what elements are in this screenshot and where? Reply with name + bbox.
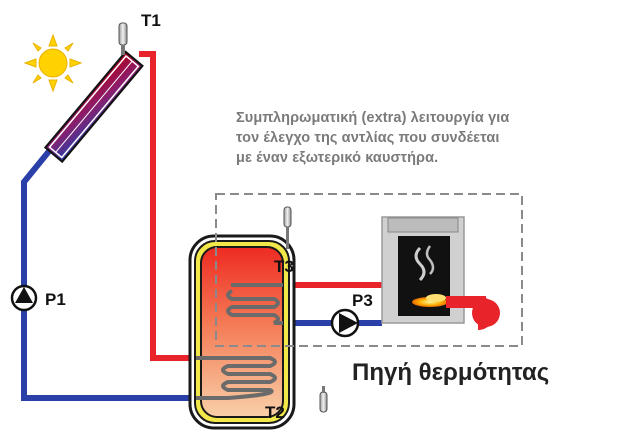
sun-icon [23,33,83,93]
hot-pipe [139,51,382,361]
label-p1: P1 [45,290,66,309]
label-t2: T2 [265,403,285,422]
label-t3: T3 [274,257,294,276]
heat-source-label: Πηγή θερμότητας [352,359,550,386]
extra-function-dashed-box [215,193,523,347]
label-t1: T1 [141,11,161,30]
note-line-1: Συμπληρωματική (extra) λειτουργία για [236,110,510,126]
note-line-2: τον έλεγχο της αντλίας που συνδέεται [236,130,500,146]
solar-collector-icon [43,50,144,164]
lower-heat-exchanger-coil [196,356,277,400]
upper-heat-exchanger-coil [226,283,283,325]
extra-function-note: Συμπληρωματική (extra) λειτουργία για το… [236,108,616,168]
sensor-t1-icon [118,22,128,55]
pump-p1-icon [10,284,38,312]
label-p3: P3 [352,291,373,310]
boiler-icon [381,216,500,330]
note-line-3: με έναν εξωτερικό καυστήρα. [236,150,439,166]
sensor-t2-icon [319,386,328,413]
sensor-t3-icon [283,206,292,249]
pump-p3-icon [330,308,360,338]
